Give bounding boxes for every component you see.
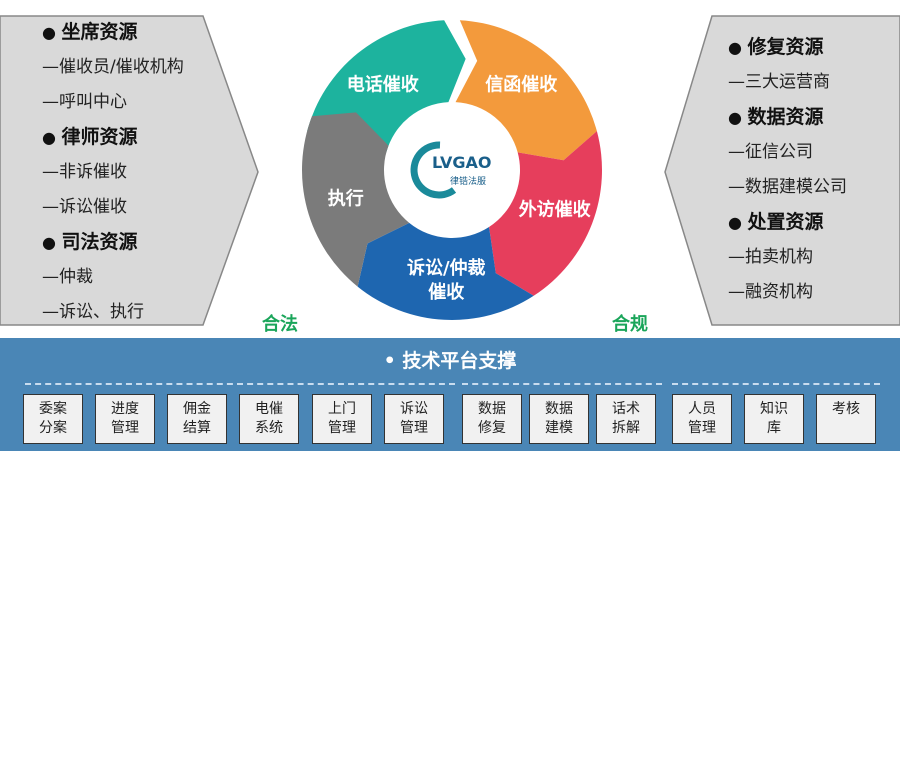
resource-item: —仲裁 <box>42 267 93 287</box>
resource-item: —三大运营商 <box>728 72 830 92</box>
platform-module-box: 数据建模 <box>529 394 589 444</box>
module-label-line: 系统 <box>255 420 283 436</box>
module-label-line: 知识 <box>760 401 788 417</box>
resource-item: —融资机构 <box>728 282 813 302</box>
right-panel-shape <box>664 15 900 326</box>
right-resource-list: 修复资源 —三大运营商数据资源 —征信公司 —数据建模公司处置资源 —拍卖机构 —融资机构 <box>728 30 847 310</box>
cycle-segment-label: 执行 <box>328 187 364 209</box>
cycle-segment-label: 催收 <box>428 281 464 303</box>
cycle-segment <box>301 112 410 287</box>
platform-module-box: 诉讼管理 <box>384 394 444 444</box>
cycle-segment-label: 信函催收 <box>485 74 557 96</box>
logo-text: LVGAO <box>432 153 492 172</box>
platform-module-box: 进度管理 <box>95 394 155 444</box>
resource-heading: 处置资源 <box>728 205 847 240</box>
divider <box>672 383 880 385</box>
platform-panel: • 技术平台支撑 委案分案进度管理佣金结算电催系统上门管理诉讼管理数据修复数据建… <box>0 338 900 769</box>
cycle-segment <box>489 131 602 296</box>
module-label-line: 佣金 <box>183 401 211 417</box>
platform-module-box: 知识库 <box>744 394 804 444</box>
module-label-line: 进度 <box>111 401 139 417</box>
platform-module-box: 考核 <box>816 394 876 444</box>
cycle-segment-label: 外访催收 <box>519 198 591 220</box>
module-label-line: 管理 <box>328 420 356 436</box>
resource-heading: 修复资源 <box>728 30 847 65</box>
module-label-line: 结算 <box>183 420 211 436</box>
platform-module-box: 数据修复 <box>462 394 522 444</box>
resource-heading: 坐席资源 <box>42 15 184 50</box>
cycle-segment <box>357 222 534 321</box>
module-label-line: 话术 <box>612 401 640 417</box>
module-label-line: 分案 <box>39 420 67 436</box>
module-label-line: 考核 <box>832 401 860 417</box>
platform-module-box: 委案分案 <box>23 394 83 444</box>
platform-module-box: 上门管理 <box>312 394 372 444</box>
left-resource-list: 坐席资源 —催收员/催收机构 —呼叫中心律师资源 —非诉催收 —诉讼催收司法资源 —仲裁 —… <box>42 15 184 330</box>
module-label-line: 数据 <box>545 401 573 417</box>
module-label-line: 人员 <box>688 401 716 417</box>
resource-item: —数据建模公司 <box>728 177 847 197</box>
module-label-line: 委案 <box>39 401 67 417</box>
resource-heading: 数据资源 <box>728 100 847 135</box>
label-compliant-rules: 合规 <box>612 314 648 335</box>
resource-item: —呼叫中心 <box>42 92 127 112</box>
resource-heading: 律师资源 <box>42 120 184 155</box>
divider <box>462 383 662 385</box>
cycle-segment-label: 诉讼/仲裁 <box>407 257 486 279</box>
cycle-segment-label: 电话催收 <box>347 74 419 96</box>
module-label-line: 建模 <box>545 420 573 436</box>
module-label-line: 上门 <box>328 401 356 417</box>
platform-module-box: 佣金结算 <box>167 394 227 444</box>
logo-icon <box>410 141 457 199</box>
watermark: 律锆法服 <box>745 744 834 769</box>
logo-circle <box>394 112 510 228</box>
module-label-line: 修复 <box>478 420 506 436</box>
divider <box>25 383 455 385</box>
logo-subtext: 律锆法服 <box>450 175 486 187</box>
platform-title: • 技术平台支撑 <box>383 350 517 372</box>
label-compliant-law: 合法 <box>262 314 298 335</box>
platform-module-box: 人员管理 <box>672 394 732 444</box>
resource-item: —诉讼、执行 <box>42 302 144 322</box>
resource-item: —征信公司 <box>728 142 813 162</box>
module-label-line: 管理 <box>111 420 139 436</box>
module-label-line: 拆解 <box>612 420 640 436</box>
resource-item: —拍卖机构 <box>728 247 813 267</box>
module-label-line: 库 <box>767 420 781 436</box>
resource-item: —非诉催收 <box>42 162 127 182</box>
resource-heading: 司法资源 <box>42 225 184 260</box>
module-label-line: 电催 <box>255 401 283 417</box>
platform-module-box: 话术拆解 <box>596 394 656 444</box>
resource-item: —催收员/催收机构 <box>42 57 184 77</box>
module-label-line: 管理 <box>400 420 428 436</box>
module-label-line: 诉讼 <box>400 401 428 417</box>
resource-item: —诉讼催收 <box>42 197 127 217</box>
platform-module-box: 电催系统 <box>239 394 299 444</box>
module-label-line: 管理 <box>688 420 716 436</box>
module-label-line: 数据 <box>478 401 506 417</box>
cycle-segment <box>455 20 597 161</box>
